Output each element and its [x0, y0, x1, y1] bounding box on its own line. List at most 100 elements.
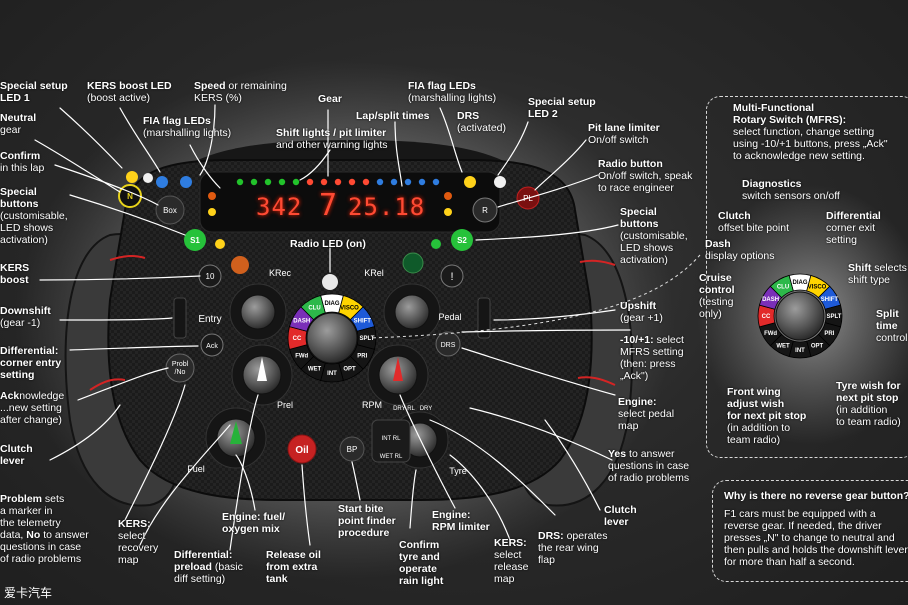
- gear-label: Gear: [318, 93, 342, 105]
- r-label: R: [482, 206, 488, 215]
- tyre-label: Tyre: [449, 466, 467, 476]
- mfrs-segment-label: FWd: [764, 331, 777, 337]
- knob-rpm: [367, 344, 429, 406]
- excl-label: !: [450, 271, 453, 283]
- probl-label-2: /No: [175, 369, 186, 376]
- confirm-tyre-label: Confirm tyre and operate rain light: [399, 539, 444, 587]
- kers-recovery-label: KERS: select recovery map: [118, 518, 159, 566]
- clutch-lever-right-label: Clutch lever: [604, 504, 637, 528]
- mfrs-segment-label: SPLT: [827, 314, 842, 320]
- ack-label: Ack: [206, 343, 218, 350]
- shift-light: [250, 178, 258, 186]
- special-led-right: [431, 239, 441, 249]
- knob-prel: [231, 344, 293, 406]
- mfrs-front-wing: Front wing adjust wish for next pit stop…: [727, 386, 807, 446]
- radio-led: [322, 274, 338, 290]
- mfrs-segment-label: WET: [308, 366, 322, 372]
- mfrs-segment-label: DIAG: [325, 301, 340, 307]
- downshift-label: Downshift (gear -1): [0, 305, 51, 329]
- s1-button: [184, 229, 206, 251]
- fuel-label: Fuel: [187, 464, 205, 474]
- shift-light: [348, 178, 356, 186]
- mfrs-segment-label: CC: [762, 314, 771, 320]
- mfrs-segment-label: PRI: [824, 331, 834, 337]
- mfrs-segment: [769, 274, 794, 299]
- mfrs-segment-label: PRI: [357, 354, 367, 360]
- neutral-gear-label: Neutral gear: [0, 112, 37, 136]
- lap-split-label: Lap/split times: [356, 110, 430, 122]
- wet-rl-label: WET RL: [380, 454, 403, 460]
- watermark: 爱卡汽车: [4, 586, 53, 600]
- mfrs-diagnostics: Diagnostics switch sensors on/off: [742, 178, 840, 202]
- special-setup-led1-label: Special setup LED 1: [0, 80, 68, 104]
- acknowledge-label: Acknowledge ...new setting after change): [0, 390, 65, 426]
- upshift-label: Upshift (gear +1): [620, 300, 663, 324]
- mfrs-title: Multi-Functional Rotary Switch (MFRS): s…: [733, 102, 888, 162]
- n-label: N: [127, 192, 133, 201]
- knob-krec: [229, 283, 287, 341]
- fia-flag-leds-left-label: FIA flag LEDs (marshalling lights): [143, 115, 232, 139]
- mfrs-differential: Differential corner exit setting: [826, 210, 881, 246]
- radio-led-label: Radio LED (on): [290, 238, 366, 250]
- reverse-gear-box: [712, 480, 908, 582]
- display-side-led: [208, 208, 216, 216]
- shift-lights-label: Shift lights / pit limiter and other war…: [276, 127, 388, 151]
- shift-light: [292, 178, 300, 186]
- shift-light: [334, 178, 342, 186]
- excl-button: [440, 264, 464, 288]
- mfrs-segment-label: INT: [795, 348, 805, 354]
- shift-light: [236, 178, 244, 186]
- led-right-yellow: [464, 176, 476, 188]
- special-led-left: [215, 239, 225, 249]
- yes-answer-label: Yes to answer questions in case of radio…: [608, 448, 690, 484]
- drs-button: [435, 331, 461, 357]
- display-panel: [199, 171, 501, 233]
- int-rl-label: INT RL: [382, 436, 402, 442]
- mfrs-segment-label: SHIFT: [354, 319, 372, 325]
- pit-lane-limiter-label: Pit lane limiter On/off switch: [588, 122, 660, 146]
- mfrs-segment-label: OPT: [343, 366, 356, 372]
- kers-orange-button: [231, 256, 249, 274]
- speed-display: 342: [256, 193, 303, 221]
- ten-label: 10: [206, 272, 215, 281]
- oil-label: Oil: [295, 445, 309, 456]
- krec-label: KRec: [269, 268, 292, 278]
- dry-rl-label: DRY RL: [393, 406, 415, 412]
- entry-label: Entry: [198, 314, 221, 325]
- mfrs-segment-label: CLU: [777, 284, 789, 290]
- shift-light: [390, 178, 398, 186]
- mfrs-segment-label: DIAG: [793, 280, 808, 286]
- special-buttons-left-label: Special buttons (customisable, LED shows…: [0, 186, 68, 246]
- mfrs-shift: Shift selects shift type: [848, 262, 907, 286]
- start-bite-label: Start bite point finder procedure: [338, 503, 396, 539]
- pedal-label: Pedal: [438, 312, 461, 322]
- display-side-led: [208, 192, 216, 200]
- drs-label: DRS: [441, 342, 456, 349]
- mfrs-segment-label: CC: [293, 336, 302, 342]
- mfrs-segment-label: FWd: [295, 354, 308, 360]
- speed-label: Speed or remaining KERS (%): [194, 80, 287, 104]
- red-arrows: [89, 254, 616, 391]
- callout-arrows: [34, 104, 631, 551]
- mfrs-segment-label: SPLT: [360, 336, 375, 342]
- s2-label: S2: [457, 236, 467, 245]
- confirm-led-white: [143, 173, 153, 183]
- radio-button-label: Radio button On/off switch, speak to rac…: [598, 158, 693, 194]
- problem-label: Problem sets a marker in the telemetry d…: [0, 493, 89, 565]
- kers-boost-label: KERS boost: [0, 262, 30, 286]
- kers-boost-led: [156, 176, 168, 188]
- drs-operates-label: DRS: operates the rear wing flap: [538, 530, 608, 566]
- shift-light: [306, 178, 314, 186]
- mfrs-knob-wheel: DIAGVISCOSHIFTSPLTPRIOPTINTWETFWdCCDASHC…: [287, 293, 377, 383]
- oil-button: [287, 434, 317, 464]
- engine-fuel-label: Engine: fuel/ oxygen mix: [222, 511, 285, 535]
- shift-lights: [208, 178, 452, 216]
- mfrs-clutch: Clutch offset bite point: [718, 210, 790, 234]
- diff-preload-label: Differential: preload (basic diff settin…: [174, 549, 243, 585]
- prel-label: Prel: [277, 400, 293, 410]
- s1-label: S1: [190, 236, 200, 245]
- mfrs-segment-label: VISCO: [808, 284, 827, 290]
